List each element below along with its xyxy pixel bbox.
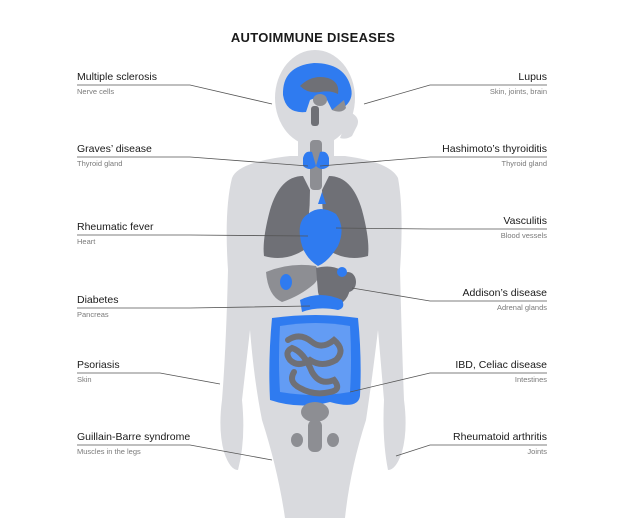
label-sub: Intestines (514, 375, 547, 384)
label-vasculitis: Vasculitis Blood vessels (501, 215, 547, 240)
label-sub: Adrenal glands (496, 303, 547, 312)
label-sub: Skin, joints, brain (489, 87, 547, 96)
label-sub: Skin (77, 375, 92, 384)
label-sub: Nerve cells (77, 87, 115, 96)
label-sub: Blood vessels (500, 231, 547, 240)
diagram-title: AUTOIMMUNE DISEASES (230, 30, 396, 45)
pancreas (300, 295, 344, 312)
intestines (269, 315, 361, 406)
label-name: Lupus (518, 71, 547, 83)
label-sub: Thyroid gland (501, 159, 547, 168)
thyroid-trachea (303, 140, 329, 190)
label-rheumatoid-arthritis: Rheumatoid arthritis Joints (453, 431, 547, 456)
label-diabetes: Diabetes Pancreas (77, 294, 118, 319)
label-name: Hashimoto’s thyroiditis (442, 143, 547, 155)
label-name: Vasculitis (503, 215, 547, 227)
label-graves-disease: Graves’ disease Thyroid gland (77, 143, 152, 168)
pelvic-organs (291, 402, 339, 452)
label-name: Diabetes (77, 294, 119, 306)
leader-lines (77, 84, 547, 461)
label-name: Guillain-Barre syndrome (77, 431, 191, 443)
label-sub: Pancreas (77, 310, 109, 319)
label-sub: Thyroid gland (77, 159, 123, 168)
label-psoriasis: Psoriasis Skin (77, 359, 120, 384)
label-guillain-barre: Guillain-Barre syndrome Muscles in the l… (77, 431, 190, 456)
brain (282, 63, 352, 126)
label-name: Rheumatic fever (77, 221, 154, 233)
label-name: Psoriasis (77, 359, 120, 371)
label-sub: Heart (77, 237, 96, 246)
label-name: Addison’s disease (462, 287, 547, 299)
label-hashimotos: Hashimoto’s thyroiditis Thyroid gland (442, 143, 547, 168)
label-sub: Joints (527, 447, 547, 456)
label-name: Graves’ disease (77, 143, 152, 155)
label-name: Rheumatoid arthritis (453, 431, 547, 443)
label-sub: Muscles in the legs (77, 447, 141, 456)
label-lupus: Lupus Skin, joints, brain (490, 71, 547, 96)
label-name: Multiple sclerosis (77, 71, 157, 83)
label-ibd-celiac: IBD, Celiac disease Intestines (455, 359, 547, 384)
label-multiple-sclerosis: Multiple sclerosis Nerve cells (77, 71, 157, 96)
label-addisons: Addison’s disease Adrenal glands (463, 287, 547, 312)
heart (299, 192, 342, 266)
label-name: IBD, Celiac disease (455, 359, 547, 371)
label-rheumatic-fever: Rheumatic fever Heart (77, 221, 153, 246)
